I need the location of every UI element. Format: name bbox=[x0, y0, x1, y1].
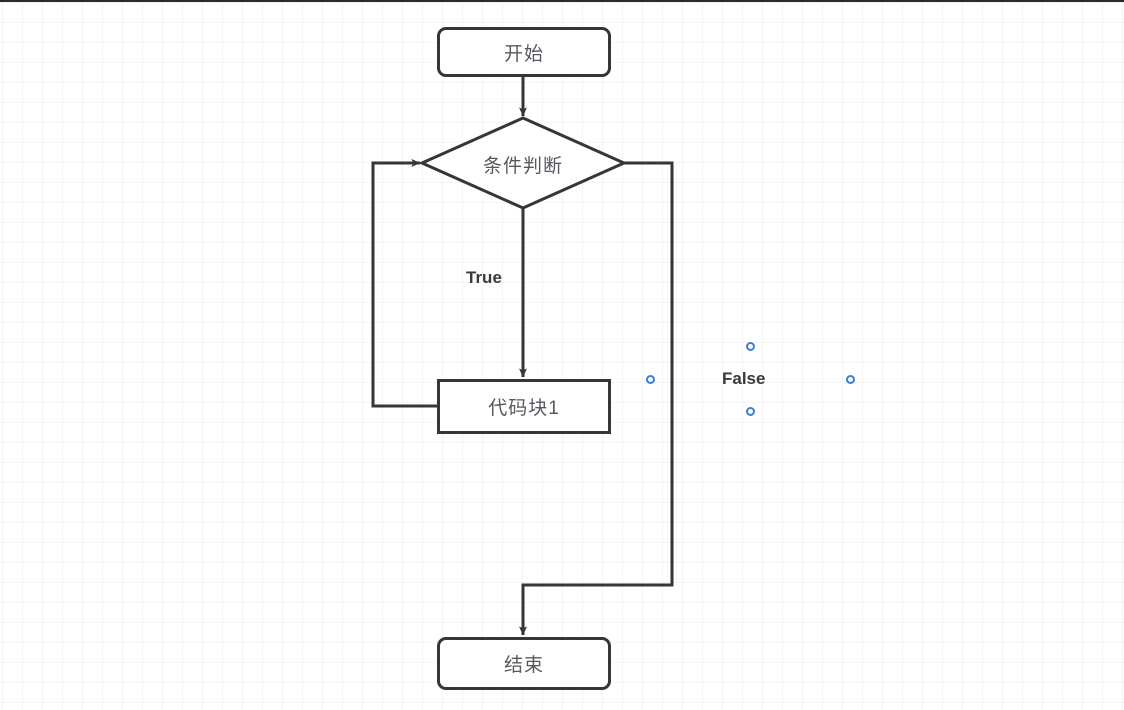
edge-code-block-1-to-condition[interactable] bbox=[371, 159, 437, 408]
node-start-label: 开始 bbox=[503, 43, 544, 65]
selection-handle-south[interactable] bbox=[746, 407, 755, 416]
node-condition[interactable]: 条件判断 bbox=[422, 118, 624, 208]
node-code-block-1-label: 代码块1 bbox=[488, 398, 560, 419]
node-condition-shape[interactable] bbox=[418, 116, 628, 210]
node-start[interactable]: 开始 bbox=[437, 27, 611, 77]
selection-handle-north[interactable] bbox=[746, 342, 755, 351]
node-condition-label: 条件判断 bbox=[482, 156, 563, 177]
edge-condition-to-end[interactable] bbox=[519, 161, 674, 636]
node-end[interactable]: 结束 bbox=[437, 637, 611, 690]
selection-handle-west[interactable] bbox=[646, 375, 655, 384]
selection-handle-east[interactable] bbox=[846, 375, 855, 384]
node-end-label: 结束 bbox=[503, 655, 544, 676]
edge-label-false[interactable]: False bbox=[722, 369, 766, 388]
node-code-block-1[interactable]: 代码块1 bbox=[437, 379, 611, 434]
edge-label-true[interactable]: True bbox=[466, 268, 502, 287]
canvas-top-border bbox=[0, 0, 1124, 2]
